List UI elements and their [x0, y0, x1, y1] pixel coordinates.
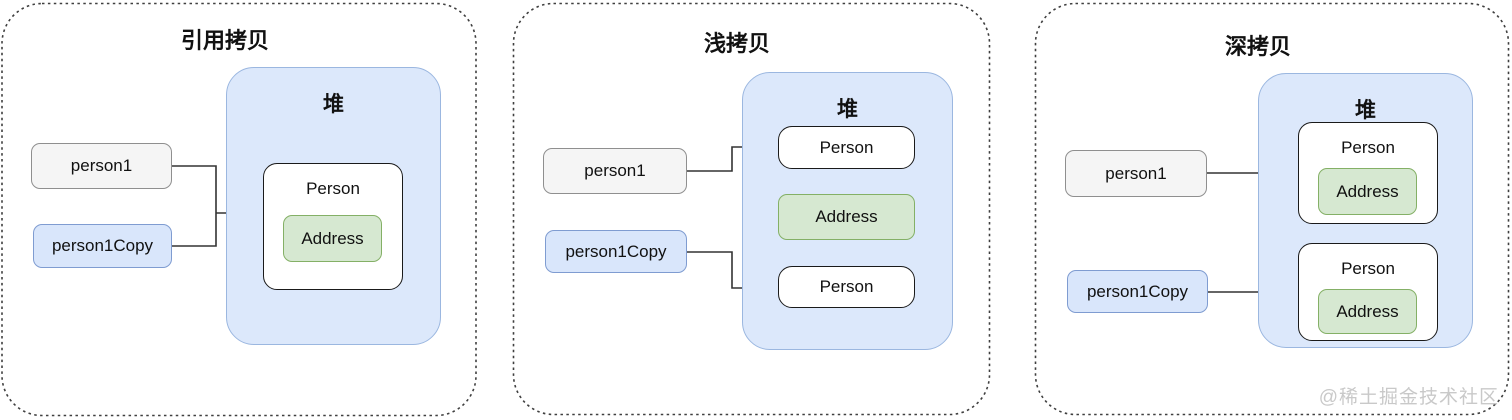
- p1-person-label: Person: [306, 179, 360, 198]
- panel-outline-reference-copy: [1, 2, 477, 417]
- p3-person1copy-box: person1Copy: [1067, 270, 1208, 313]
- p3-address-top-label: Address: [1336, 181, 1399, 201]
- p2-person1copy-label: person1Copy: [565, 241, 667, 261]
- p3-person-top-label: Person: [1341, 138, 1395, 157]
- p2-person-bottom-label: Person: [819, 277, 874, 296]
- p1-heap-label: 堆: [323, 93, 344, 116]
- p2-person1copy-box: person1Copy: [545, 230, 687, 273]
- p3-person1-box: person1: [1065, 150, 1207, 197]
- panel-outline-shallow-copy: [512, 2, 991, 416]
- p1-address-label: Address: [301, 228, 364, 248]
- p1-merge-line: [172, 165, 217, 247]
- p3-person1-label: person1: [1105, 163, 1167, 183]
- p1-address-box: Address: [283, 215, 382, 262]
- p3-heap-label: 堆: [1355, 99, 1376, 122]
- p3-address-top-box: Address: [1318, 168, 1417, 215]
- p2-person-bottom-box: Person: [778, 266, 915, 308]
- p3-address-bottom-label: Address: [1336, 301, 1399, 321]
- p1-person1-label: person1: [70, 156, 133, 175]
- p1-person1-box: person1: [31, 143, 172, 189]
- panel-title-reference-copy: 引用拷贝: [180, 28, 269, 53]
- p2-person1-box: person1: [543, 148, 687, 194]
- p3-person-bottom-label: Person: [1341, 259, 1395, 278]
- p2-person-top-box: Person: [778, 126, 915, 169]
- panel-title-deep-copy: 深拷贝: [1224, 34, 1291, 59]
- p2-person-top-label: Person: [819, 137, 874, 157]
- p2-address-box: Address: [778, 194, 915, 240]
- p1-person1copy-box: person1Copy: [33, 224, 172, 268]
- p2-address-label: Address: [815, 207, 878, 226]
- p2-person1-label: person1: [584, 161, 646, 180]
- panel-title-shallow-copy: 浅拷贝: [703, 31, 770, 56]
- watermark-text: @稀土掘金技术社区: [1318, 387, 1499, 408]
- p2-heap-label: 堆: [837, 98, 858, 121]
- p3-person1copy-label: person1Copy: [1086, 281, 1189, 301]
- p1-person1copy-label: person1Copy: [51, 236, 154, 255]
- p3-address-bottom-box: Address: [1318, 289, 1417, 334]
- panel-outline-deep-copy: [1034, 2, 1510, 416]
